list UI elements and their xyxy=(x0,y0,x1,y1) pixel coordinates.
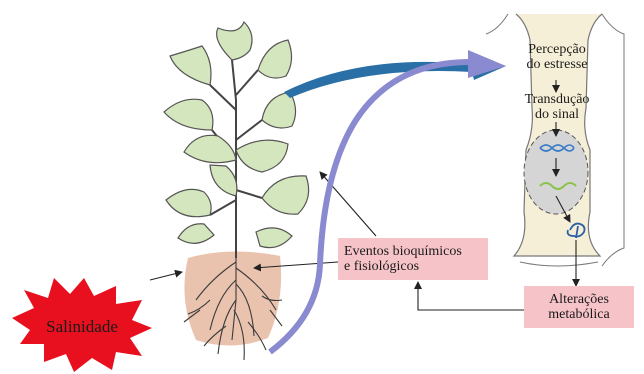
biochemical-events-box: Eventos bioquímicos e fisiológicos xyxy=(338,238,488,280)
perception-line2: do estresse xyxy=(520,57,594,72)
transduction-line2: do sinal xyxy=(520,107,594,122)
perception-line1: Percepção xyxy=(520,42,594,57)
perception-label: Percepção do estresse xyxy=(520,42,594,72)
salinity-label: Salinidade xyxy=(26,319,138,334)
transduction-label: Transdução do sinal xyxy=(520,92,594,122)
events-line1: Eventos bioquímicos xyxy=(338,244,488,259)
plant xyxy=(164,22,309,258)
metabolic-changes-box: Alterações metabólica xyxy=(524,286,634,328)
alteracoes-line1: Alterações xyxy=(524,292,634,307)
alteracoes-line2: metabólica xyxy=(524,307,634,322)
events-line2: e fisiológicos xyxy=(338,259,488,274)
transduction-line1: Transdução xyxy=(520,92,594,107)
